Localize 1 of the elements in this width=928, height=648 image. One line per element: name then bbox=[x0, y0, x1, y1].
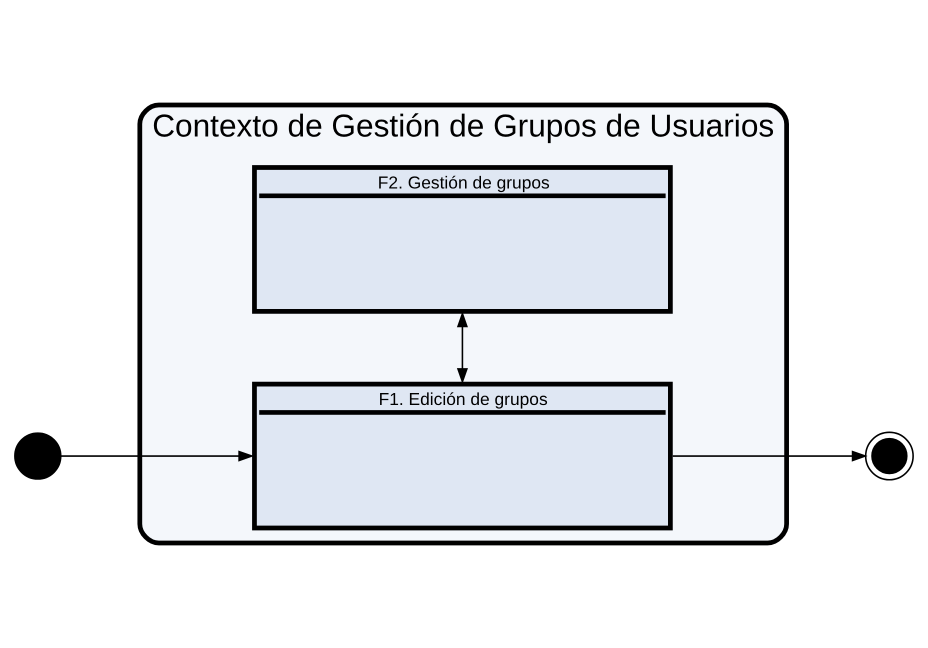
node-text: F2. Gestión de grupos bbox=[378, 172, 550, 192]
